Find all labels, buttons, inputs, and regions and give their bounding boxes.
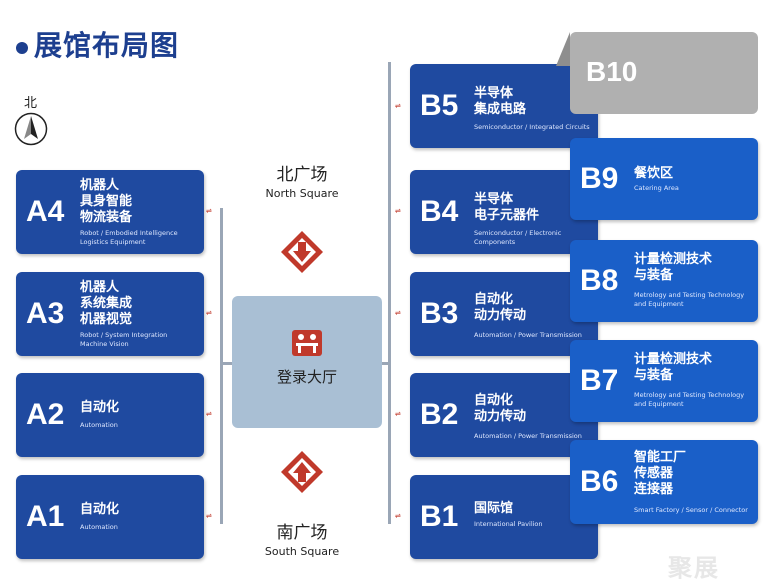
watermark: 聚展 bbox=[668, 554, 720, 582]
connector-b2: ⇌ bbox=[395, 410, 401, 418]
left-rail bbox=[220, 208, 223, 524]
hall-b10[interactable]: B10 bbox=[570, 32, 758, 114]
north-square: 北广场 North Square bbox=[265, 165, 339, 200]
right-rail bbox=[388, 62, 391, 524]
hall-b6[interactable]: B6 智能工厂 传感器 连接器 Smart Factory / Sensor /… bbox=[570, 440, 758, 524]
hall-b5[interactable]: B5 半导体 集成电路 Semiconductor / Integrated C… bbox=[410, 64, 598, 148]
hall-b9[interactable]: B9 餐饮区 Catering Area bbox=[570, 138, 758, 220]
connector-a4: ⇌ bbox=[206, 207, 212, 215]
title-bullet bbox=[16, 42, 28, 54]
registration-icon bbox=[292, 330, 322, 356]
compass-icon bbox=[14, 112, 48, 146]
hall-a3[interactable]: A3 机器人 系统集成 机器视觉 Robot / System Integrat… bbox=[16, 272, 204, 356]
hall-b10-fold bbox=[556, 32, 570, 66]
connector-b4: ⇌ bbox=[395, 207, 401, 215]
hall-b7[interactable]: B7 计量检测技术 与装备 Metrology and Testing Tech… bbox=[570, 340, 758, 422]
hall-b3[interactable]: B3 自动化 动力传动 Automation / Power Transmiss… bbox=[410, 272, 598, 356]
connector-b1: ⇌ bbox=[395, 512, 401, 520]
connector-b5: ⇌ bbox=[395, 102, 401, 110]
hall-b1[interactable]: B1 国际馆 International Pavilion bbox=[410, 475, 598, 559]
registration-lobby[interactable]: 登录大厅 bbox=[232, 296, 382, 428]
compass-label: 北 bbox=[24, 96, 38, 111]
arrow-up-icon bbox=[281, 451, 323, 493]
connector-a2: ⇌ bbox=[206, 410, 212, 418]
hall-b4[interactable]: B4 半导体 电子元器件 Semiconductor / Electronic … bbox=[410, 170, 598, 254]
lobby-link-right bbox=[382, 362, 390, 365]
connector-b3: ⇌ bbox=[395, 309, 401, 317]
hall-b2[interactable]: B2 自动化 动力传动 Automation / Power Transmiss… bbox=[410, 373, 598, 457]
lobby-link-left bbox=[222, 362, 232, 365]
hall-a1[interactable]: A1 自动化 Automation bbox=[16, 475, 204, 559]
arrow-down-icon bbox=[281, 231, 323, 273]
connector-a1: ⇌ bbox=[206, 512, 212, 520]
hall-a2[interactable]: A2 自动化 Automation bbox=[16, 373, 204, 457]
hall-b8[interactable]: B8 计量检测技术 与装备 Metrology and Testing Tech… bbox=[570, 240, 758, 322]
hall-a4[interactable]: A4 机器人 具身智能 物流装备 Robot / Embodied Intell… bbox=[16, 170, 204, 254]
connector-a3: ⇌ bbox=[206, 309, 212, 317]
south-square: 南广场 South Square bbox=[264, 523, 340, 558]
page-title: 展馆布局图 bbox=[34, 29, 180, 62]
